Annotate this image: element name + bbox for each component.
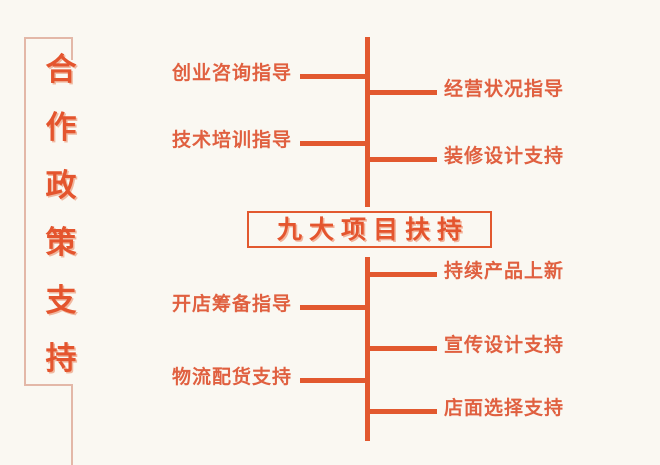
label-top-left-1: 创业咨询指导	[171, 62, 292, 84]
connector-bottom-right-3	[370, 409, 437, 414]
center-title-text: 九大项目扶持	[276, 215, 469, 244]
label-top-right-1: 经营状况指导	[444, 78, 565, 100]
connector-top-right-1	[370, 90, 437, 95]
side-title-char-4: 策	[45, 225, 77, 262]
left-bracket-top-stub	[71, 37, 73, 60]
left-bracket-vertical-line	[24, 37, 26, 386]
left-bracket-bottom-tail	[71, 384, 73, 465]
label-bottom-left-1: 开店筹备指导	[171, 293, 292, 315]
label-top-left-2: 技术培训指导	[171, 129, 292, 151]
connector-top-left-1	[300, 74, 367, 79]
label-bottom-right-2: 宣传设计支持	[444, 334, 565, 356]
connector-bottom-left-1	[300, 305, 367, 310]
connector-bottom-right-1	[370, 272, 437, 277]
label-bottom-right-1: 持续产品上新	[444, 260, 565, 282]
connector-top-left-2	[300, 141, 367, 146]
label-top-right-2: 装修设计支持	[444, 145, 565, 167]
left-bracket-top-line	[24, 37, 73, 39]
center-spine-lower	[365, 257, 370, 441]
label-bottom-right-3: 店面选择支持	[444, 397, 565, 419]
connector-top-right-2	[370, 157, 437, 162]
side-title-char-3: 政	[45, 167, 77, 204]
side-title-char-1: 合	[45, 52, 77, 88]
side-title-char-6: 持	[45, 340, 77, 377]
side-title-char-5: 支	[45, 283, 77, 320]
left-bracket-bottom-line	[24, 384, 73, 386]
center-spine-upper	[365, 37, 370, 207]
side-title-char-2: 作	[45, 109, 77, 146]
connector-bottom-left-2	[300, 378, 367, 383]
center-title-box: 九大项目扶持	[247, 211, 492, 248]
label-bottom-left-2: 物流配货支持	[171, 366, 292, 388]
side-title: 合 作 政 策 支 持	[38, 55, 84, 375]
connector-bottom-right-2	[370, 346, 437, 351]
